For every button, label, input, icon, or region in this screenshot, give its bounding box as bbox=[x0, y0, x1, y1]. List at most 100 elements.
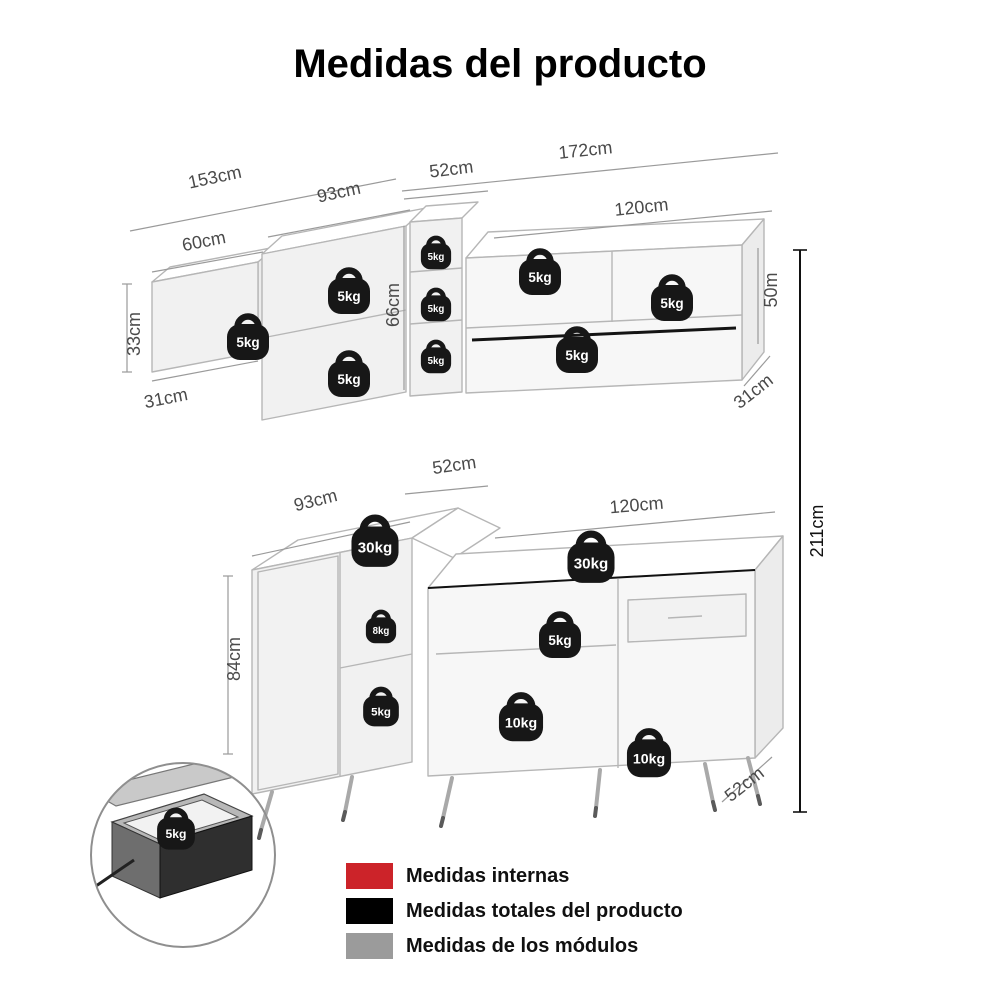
dim-label-33cm: 33cm bbox=[124, 312, 144, 356]
legend-label: Medidas totales del producto bbox=[406, 899, 683, 922]
kettlebell-body-icon bbox=[227, 324, 269, 360]
shelf-line bbox=[409, 319, 463, 325]
weight-badge: 5kg bbox=[519, 248, 561, 295]
weight-label: 30kg bbox=[358, 539, 392, 556]
drawer-detail-inset: 5kg bbox=[90, 762, 276, 948]
shelf-line bbox=[339, 653, 413, 669]
kettlebell-handle-icon bbox=[426, 235, 446, 246]
kettlebell-handle-icon bbox=[634, 728, 664, 743]
dim-label-211cm: 211cm bbox=[807, 505, 827, 558]
leg-foot bbox=[756, 794, 762, 806]
drawer-handle bbox=[667, 615, 703, 619]
kettlebell-body-icon bbox=[519, 259, 561, 295]
legend-swatch-internas bbox=[346, 863, 393, 889]
weight-label: 5kg bbox=[565, 348, 588, 363]
shelf-line bbox=[409, 267, 463, 273]
dim-label-52cm-upper: 52cm bbox=[428, 156, 474, 181]
legend-item-internas: Medidas internas bbox=[346, 863, 683, 889]
dim-label-120cm-lower: 120cm bbox=[609, 493, 665, 518]
cabinet-leg bbox=[441, 776, 454, 820]
dim-line bbox=[721, 756, 773, 803]
drawer-front bbox=[627, 593, 747, 643]
dim-line bbox=[267, 209, 411, 238]
weight-label: 5kg bbox=[428, 304, 445, 315]
kettlebell-body-icon bbox=[498, 703, 544, 742]
kettlebell-handle-icon bbox=[426, 339, 446, 350]
kettlebell-handle-icon bbox=[163, 807, 189, 821]
cabinet-leg bbox=[594, 768, 602, 810]
weight-badge: 8kg bbox=[365, 609, 397, 644]
weight-label: 5kg bbox=[166, 827, 187, 841]
cabinet-leg bbox=[259, 790, 274, 832]
shelf-line bbox=[465, 314, 743, 329]
dim-label-50-right: 50m bbox=[761, 272, 781, 307]
kettlebell-body-icon bbox=[420, 295, 452, 322]
kettlebell-body-icon bbox=[626, 739, 672, 778]
kettlebell-body-icon bbox=[328, 278, 370, 314]
kettlebell-handle-icon bbox=[546, 611, 574, 626]
weight-label: 10kg bbox=[633, 752, 665, 768]
upper-cabinets-drawing bbox=[151, 201, 765, 421]
weight-badge: 5kg bbox=[420, 339, 452, 374]
dim-line bbox=[404, 485, 489, 495]
weight-badge: 5kg bbox=[420, 235, 452, 270]
dimension-labels: 153cm 93cm 60cm 52cm 172cm 120cm 33cm 31… bbox=[124, 137, 827, 805]
kettlebell-handle-icon bbox=[369, 686, 393, 699]
kettlebell-handle-icon bbox=[359, 514, 391, 531]
dim-line bbox=[151, 251, 264, 273]
weight-badge: 5kg bbox=[328, 350, 370, 397]
dim-label-31cm-left: 31cm bbox=[142, 384, 189, 412]
dim-label-153cm: 153cm bbox=[186, 162, 243, 193]
kettlebell-handle-icon bbox=[575, 530, 607, 547]
page-title: Medidas del producto bbox=[293, 42, 707, 86]
kettlebell-body-icon bbox=[328, 361, 370, 397]
weight-badges: 5kg 5kg 5kg 5kg 5kg bbox=[227, 235, 693, 778]
cabinet-leg bbox=[746, 756, 760, 798]
kettlebell-handle-icon bbox=[335, 267, 363, 282]
weight-label: 30kg bbox=[574, 555, 608, 572]
weight-label: 5kg bbox=[660, 296, 683, 311]
dim-label-172cm: 172cm bbox=[557, 137, 613, 163]
legend-label: Medidas de los módulos bbox=[406, 934, 639, 957]
weight-badge: 5kg bbox=[420, 287, 452, 322]
weight-label: 10kg bbox=[505, 716, 537, 732]
kettlebell-body-icon bbox=[539, 622, 581, 658]
leg-foot bbox=[593, 806, 598, 818]
dim-line bbox=[743, 355, 771, 387]
weight-label: 5kg bbox=[236, 335, 259, 350]
dim-line bbox=[401, 152, 779, 192]
dim-label-60cm: 60cm bbox=[180, 227, 227, 255]
weight-badge: 10kg bbox=[626, 728, 672, 778]
kettlebell-handle-icon bbox=[526, 248, 554, 263]
leg-foot bbox=[341, 810, 347, 822]
legend: Medidas internas Medidas totales del pro… bbox=[346, 863, 683, 959]
weight-badge: 5kg bbox=[539, 611, 581, 658]
drawer-inset-content: 5kg bbox=[91, 763, 254, 899]
internal-width-line bbox=[471, 326, 737, 342]
kettlebell-body-icon bbox=[651, 285, 693, 321]
drawer-front-panel bbox=[159, 815, 253, 899]
kettlebell-body-icon bbox=[420, 347, 452, 374]
weight-badge: 5kg bbox=[363, 686, 399, 727]
dim-label-93cm-upper: 93cm bbox=[315, 178, 362, 207]
dim-label-66cm: 66cm bbox=[383, 283, 403, 327]
cabinet-front-face bbox=[261, 225, 407, 421]
legend-label: Medidas internas bbox=[406, 864, 570, 887]
legend-swatch-totales bbox=[346, 898, 393, 924]
kettlebell-body-icon bbox=[556, 337, 598, 373]
dim-line bbox=[151, 360, 259, 382]
drawer-rail bbox=[95, 858, 135, 888]
weight-label: 5kg bbox=[528, 270, 551, 285]
kettlebell-body-icon bbox=[157, 817, 195, 850]
weight-label: 5kg bbox=[337, 289, 360, 304]
cabinet-front-face bbox=[465, 244, 743, 394]
upper-middle-cabinet bbox=[261, 207, 427, 421]
weight-badge: 30kg bbox=[567, 530, 615, 583]
cabinet-side-face bbox=[754, 535, 784, 759]
shelf-line bbox=[261, 309, 407, 339]
legend-swatch-modulos bbox=[346, 933, 393, 959]
kettlebell-handle-icon bbox=[234, 313, 262, 328]
cabinet-leg bbox=[343, 775, 354, 814]
